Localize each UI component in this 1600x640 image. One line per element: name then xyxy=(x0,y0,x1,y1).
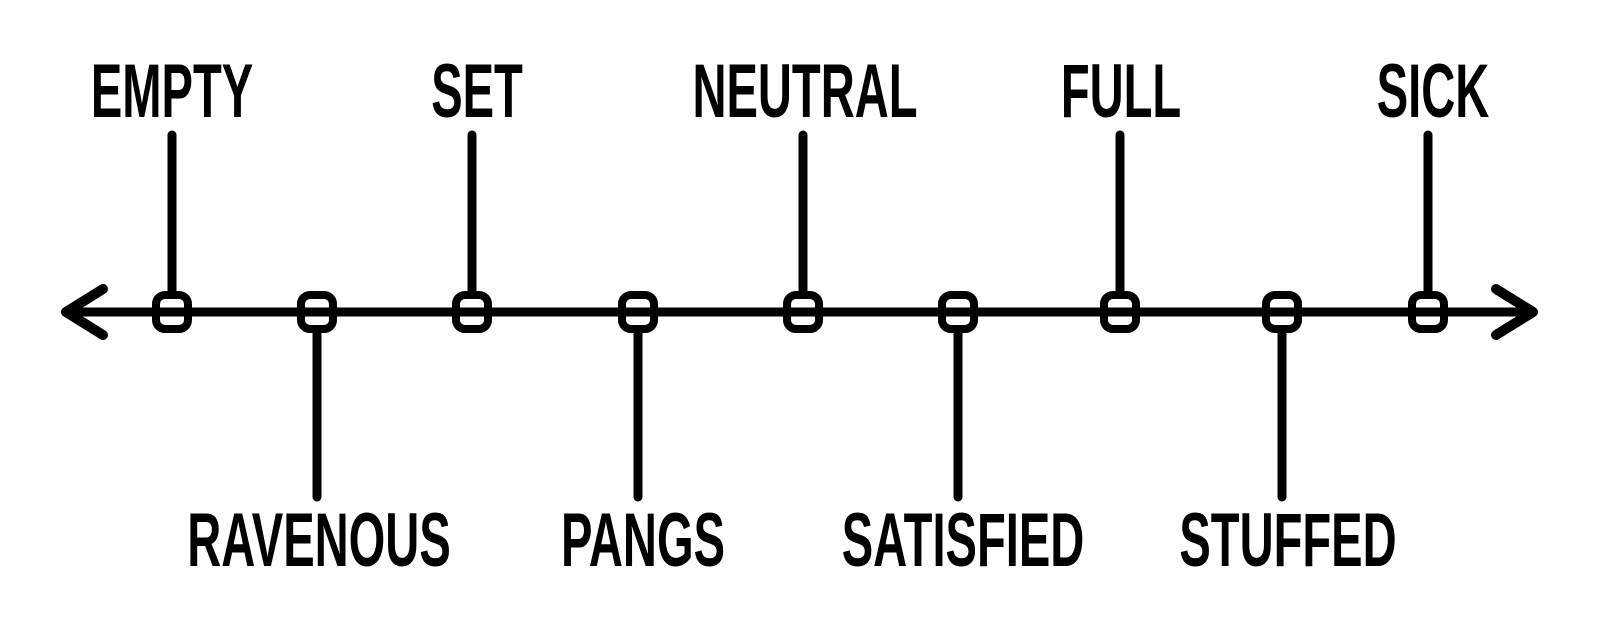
connector-stems xyxy=(167,130,1433,502)
labels: EMPTY RAVENOUS SET PANGS NEUTRAL SATISFI… xyxy=(91,50,1490,583)
label-stuffed: STUFFED xyxy=(1179,499,1396,583)
left-arrowhead-icon xyxy=(61,284,108,340)
label-set: SET xyxy=(431,50,523,134)
label-full: FULL xyxy=(1061,50,1181,134)
label-pangs: PANGS xyxy=(561,499,725,583)
label-neutral: NEUTRAL xyxy=(692,50,917,134)
label-satisfied: SATISFIED xyxy=(842,499,1085,583)
label-ravenous: RAVENOUS xyxy=(187,499,451,583)
label-empty: EMPTY xyxy=(91,50,253,134)
right-arrowhead-icon xyxy=(1491,284,1538,340)
label-sick: SICK xyxy=(1377,50,1490,134)
